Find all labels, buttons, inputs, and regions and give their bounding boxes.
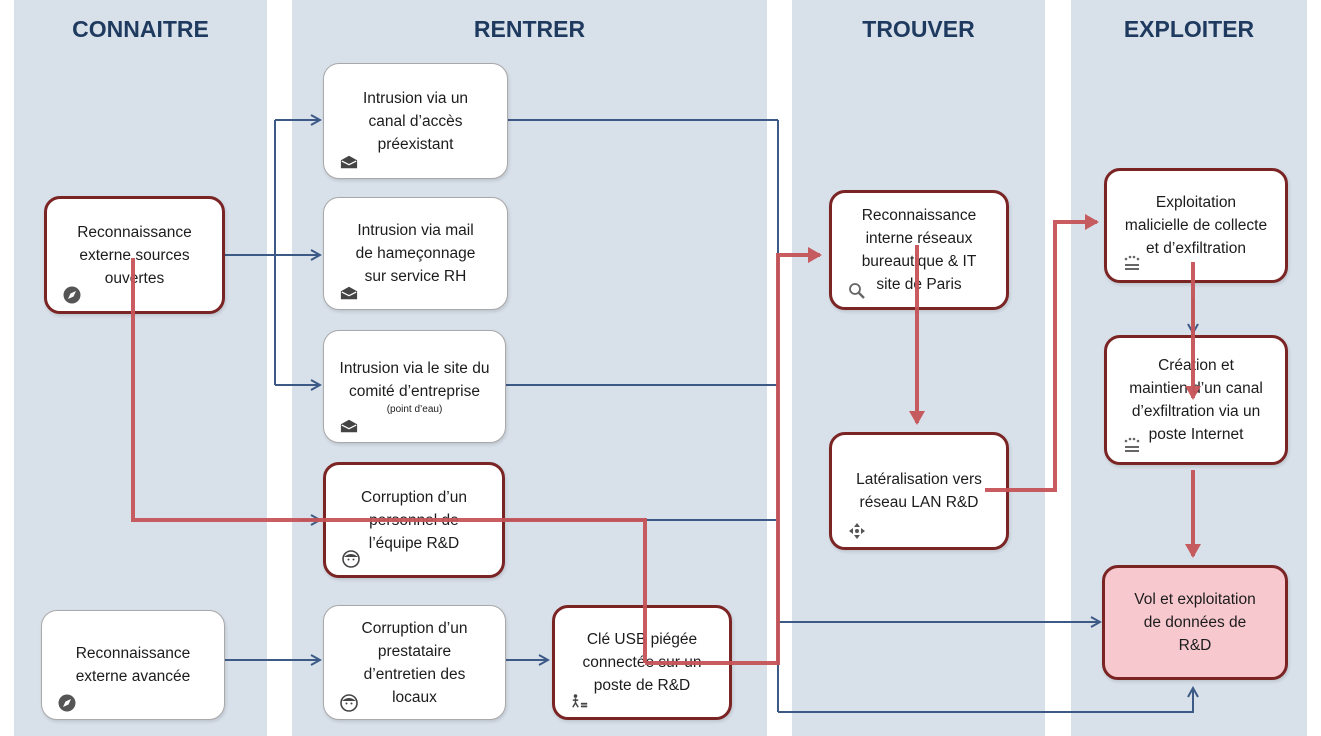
node-line: de hameçonnage (355, 245, 476, 262)
person-device-icon (571, 693, 589, 709)
node-vol-exploitation[interactable]: Vol et exploitation de données de R&D (1102, 565, 1288, 680)
node-line: Intrusion via le site du (339, 360, 490, 377)
column-title-trouver: TROUVER (862, 16, 975, 42)
node-line: poste de R&D (593, 677, 691, 694)
node-line: Latéralisation vers (856, 471, 982, 488)
column-title-connaitre: CONNAITRE (72, 16, 209, 42)
node-intrusion-canal[interactable]: Intrusion via un canal d’accès préexistant (323, 63, 508, 179)
node-line: interne réseaux (865, 230, 973, 247)
face-icon (340, 694, 358, 712)
node-line: poste Internet (1148, 426, 1244, 443)
node-line: canal d’accès (368, 112, 463, 130)
node-line: Intrusion via mail (357, 222, 474, 239)
node-exploitation-malicielle[interactable]: Exploitation malicielle de collecte et d’e… (1104, 168, 1288, 283)
node-line: bureautique & IT (861, 253, 977, 270)
column-title-exploiter: EXPLOITER (1123, 16, 1255, 42)
node-line: personnel de (369, 511, 459, 529)
compass-icon (58, 694, 76, 712)
node-line: d’entretien des (363, 665, 466, 683)
node-creation-canal[interactable]: Création et maintien d’un canal d’exfiltra… (1104, 335, 1288, 465)
arrows-cross-icon (848, 523, 866, 539)
node-line: Reconnaissance (75, 645, 191, 662)
node-line: Clé USB piégée (586, 631, 698, 648)
node-line: Intrusion via un (362, 89, 469, 107)
node-line: d’exfiltration via un (1131, 403, 1261, 420)
node-note: (point d’eau) (386, 404, 443, 415)
node-cle-usb[interactable]: Clé USB piégée connectée sur un poste de R… (552, 605, 732, 720)
node-line: Reconnaissance (861, 207, 977, 224)
node-line: Vol et exploitation (1134, 591, 1256, 608)
envelope-icon (340, 418, 358, 434)
node-corruption-personnel[interactable]: Corruption d’un personnel de l’équipe R&D (323, 462, 505, 578)
node-line: comité d’entreprise (349, 383, 480, 400)
node-line: de données de (1143, 614, 1247, 631)
node-line: maintien d’un canal (1129, 380, 1263, 397)
node-line: connectée sur un (582, 654, 702, 671)
compass-icon (63, 286, 81, 304)
envelope-icon (340, 285, 358, 301)
node-line: R&D (1178, 637, 1212, 654)
node-line: Corruption d’un (361, 488, 467, 506)
node-line: Corruption d’un (361, 619, 468, 637)
node-line: externe avancée (75, 668, 191, 685)
node-intrusion-mail[interactable]: Intrusion via mail de hameçonnage sur serv… (323, 197, 508, 310)
node-line: sur service RH (364, 268, 467, 285)
envelope-icon (340, 154, 358, 170)
magnifier-icon (848, 283, 866, 299)
node-line: et d’exfiltration (1146, 240, 1246, 257)
node-line: site de Paris (876, 276, 962, 293)
node-line: l’équipe R&D (368, 534, 460, 552)
column-title-rentrer: RENTRER (473, 16, 586, 42)
node-recon-externe-avancee[interactable]: Reconnaissance externe avancée (41, 610, 225, 720)
node-line: Exploitation (1155, 194, 1237, 211)
node-corruption-prestataire[interactable]: Corruption d’un prestataire d’entretien de… (323, 605, 506, 720)
node-line: Création et (1158, 357, 1234, 374)
connector-bottom-to-vol (778, 688, 1193, 713)
dotted-sun-icon (1123, 255, 1141, 272)
dotted-sun-icon (1123, 437, 1141, 454)
node-line: réseau LAN R&D (859, 494, 979, 511)
node-line: locaux (392, 688, 437, 706)
node-line: malicielle de collecte (1124, 217, 1268, 234)
node-lateralisation[interactable]: Latéralisation vers réseau LAN R&D (829, 432, 1009, 550)
node-line: prestataire (377, 642, 452, 660)
node-intrusion-site[interactable]: Intrusion via le site du comité d’entrepr… (323, 330, 506, 443)
node-line: Reconnaissance (77, 223, 192, 241)
node-recon-externe-sources[interactable]: Reconnaissance externe sources ouvertes (44, 196, 225, 314)
node-line: externe sources (79, 246, 190, 264)
node-recon-interne[interactable]: Reconnaissance interne réseaux bureautique… (829, 190, 1009, 310)
node-line: ouvertes (104, 269, 165, 287)
node-line: préexistant (377, 135, 454, 153)
face-icon (342, 550, 360, 568)
